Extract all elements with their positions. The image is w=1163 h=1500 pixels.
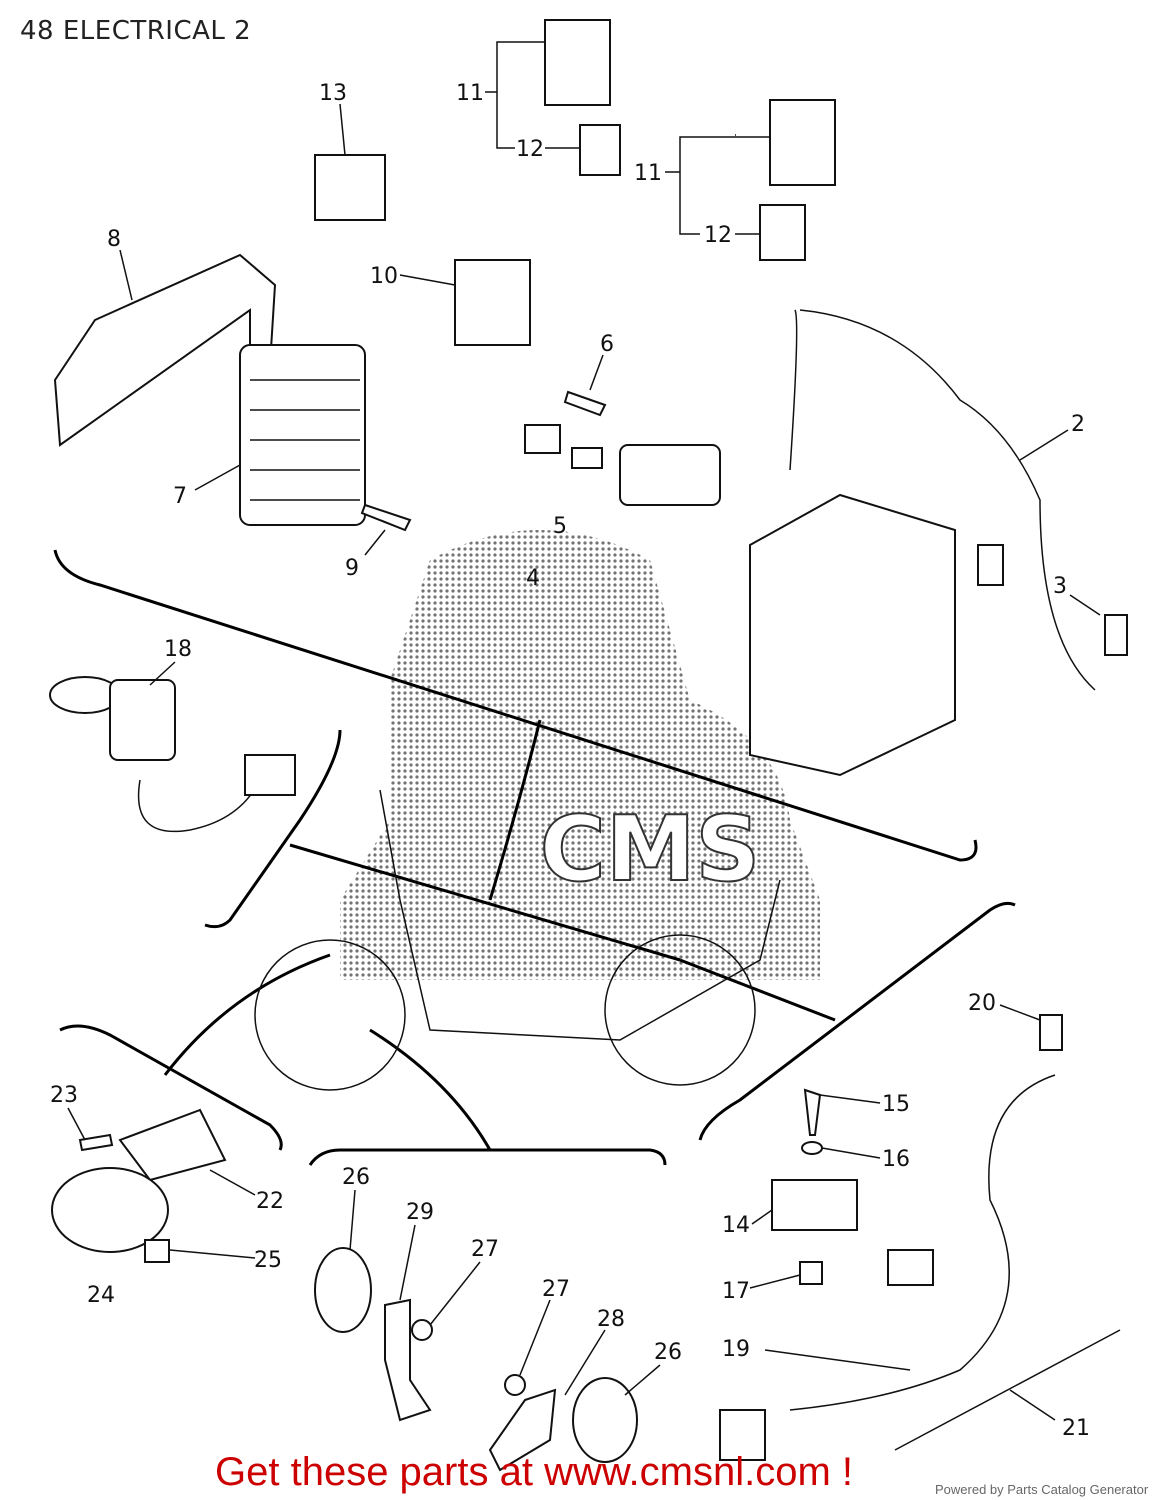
nut-27b <box>504 1374 526 1396</box>
bolt-6 <box>563 390 607 417</box>
washer-16 <box>801 1141 823 1155</box>
callout-11: 11 <box>456 81 484 106</box>
bolt-23 <box>78 1133 114 1152</box>
fuse-4 <box>524 424 561 454</box>
promo-link[interactable]: Get these parts at www.cmsnl.com ! <box>215 1450 853 1494</box>
callout-5: 5 <box>553 514 567 539</box>
motorcycle-outline <box>254 789 781 1091</box>
callout-11: 11 <box>634 161 662 186</box>
callout-4: 4 <box>526 566 540 591</box>
callout-10: 10 <box>370 264 398 289</box>
bolt-3 <box>1104 614 1128 656</box>
fuse-5 <box>571 447 603 469</box>
callout-9: 9 <box>345 556 359 581</box>
nut-25 <box>144 1239 170 1263</box>
relay-holder-12b <box>759 204 806 261</box>
screw-15 <box>803 1088 822 1136</box>
coupler <box>719 1409 766 1461</box>
bracket-29 <box>384 1298 432 1422</box>
callout-25: 25 <box>254 1248 282 1273</box>
callout-27: 27 <box>542 1277 570 1302</box>
watermark-logo <box>340 530 820 980</box>
callout-7: 7 <box>173 484 187 509</box>
callout-8: 8 <box>107 227 121 252</box>
sensor-14 <box>771 1179 858 1231</box>
bolt-9 <box>360 503 412 532</box>
reflector-26b <box>572 1377 638 1463</box>
relay-11b <box>769 99 836 186</box>
bracket-22 <box>118 1108 227 1182</box>
callout-18: 18 <box>164 637 192 662</box>
nut-27a <box>411 1319 433 1341</box>
page-title: 48 ELECTRICAL 2 <box>20 16 252 46</box>
callout-labels: 13 11 12 11 12 8 10 6 2 7 5 4 9 3 18 20 … <box>50 81 1090 1441</box>
leader-lines <box>67 41 1101 1421</box>
callout-23: 23 <box>50 1083 78 1108</box>
callout-16: 16 <box>882 1147 910 1172</box>
parts <box>49 19 1128 1472</box>
callout-3: 3 <box>1053 574 1067 599</box>
callout-26: 26 <box>654 1340 682 1365</box>
connector <box>977 544 1004 586</box>
callout-27: 27 <box>471 1237 499 1262</box>
callout-26: 26 <box>342 1165 370 1190</box>
powered-by-text: Powered by Parts Catalog Generator <box>935 1482 1149 1497</box>
battery-1 <box>749 493 956 777</box>
bracket-28 <box>488 1388 557 1472</box>
lead-19 <box>789 1074 1056 1411</box>
relay-11a <box>544 19 611 106</box>
nut-17 <box>799 1261 823 1285</box>
callout-21: 21 <box>1062 1416 1090 1441</box>
callout-17: 17 <box>722 1279 750 1304</box>
callout-15: 15 <box>882 1092 910 1117</box>
callout-6: 6 <box>600 332 614 357</box>
starter-relay <box>619 444 721 506</box>
watermark-text: CMS <box>540 797 760 902</box>
callout-28: 28 <box>597 1307 625 1332</box>
callout-14: 14 <box>722 1213 750 1238</box>
rectifier-7 <box>239 344 366 526</box>
callout-20: 20 <box>968 991 996 1016</box>
unit-10 <box>454 259 531 346</box>
callout-29: 29 <box>406 1200 434 1225</box>
relay-holder-12a <box>579 124 621 176</box>
callout-19: 19 <box>722 1337 750 1362</box>
battery-lead-2 <box>789 309 1096 691</box>
horn-24 <box>51 1167 169 1253</box>
callout-13: 13 <box>319 81 347 106</box>
callout-12: 12 <box>516 137 544 162</box>
callout-22: 22 <box>256 1189 284 1214</box>
bolt-20 <box>1039 1014 1063 1051</box>
callout-2: 2 <box>1071 412 1085 437</box>
callout-24: 24 <box>87 1283 115 1308</box>
section-dividers <box>53 549 1016 1166</box>
lead-21 <box>894 1329 1121 1451</box>
reflector-26a <box>314 1247 372 1333</box>
relay-13 <box>314 154 386 221</box>
callout-12: 12 <box>704 223 732 248</box>
